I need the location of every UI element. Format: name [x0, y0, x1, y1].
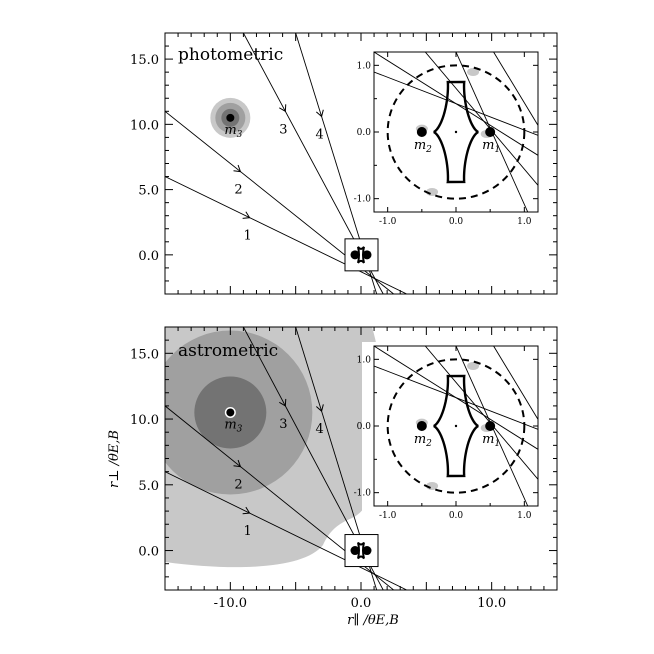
inset-y-tick-label: -1.0: [354, 489, 372, 499]
inset-contents: [374, 52, 538, 212]
inset-x-tick-label: 0.0: [449, 511, 464, 521]
inset-x-tick-label: 0.0: [449, 217, 464, 227]
m1-dot: [485, 421, 496, 431]
x-tick-label: 0.0: [351, 596, 372, 611]
lens-m1-dot: [362, 250, 372, 260]
y-tick-label: 15.0: [130, 347, 159, 362]
lens-caustic: [357, 246, 365, 264]
trajectory-arrow-2: [233, 459, 242, 468]
lens-m2-dot: [350, 250, 360, 260]
center-point: [454, 424, 458, 428]
zoom-box: [344, 238, 379, 272]
trajectory-label-4: 4: [315, 422, 323, 437]
center-point: [454, 130, 458, 134]
trajectory-arrow-2: [233, 164, 242, 173]
trajectory-line-1: [165, 471, 407, 590]
inset-y-tick-label: -1.0: [354, 195, 372, 205]
inset-x-tick-label: 1.0: [517, 511, 532, 521]
trajectory-arrow-1: [242, 211, 251, 219]
m3-dot: [226, 113, 235, 122]
inset-trajectory-5: [493, 52, 538, 126]
y-tick-label: 0.0: [138, 249, 159, 264]
m1-dot: [485, 127, 496, 137]
m2-label-sub: 2: [425, 439, 432, 449]
inset-y-tick-label: 1.0: [357, 355, 372, 365]
x-axis-ticks: -10.0 0.0 10.0: [214, 596, 506, 611]
y-tick-label: 15.0: [130, 53, 159, 68]
trajectory-label-4: 4: [315, 128, 323, 143]
einstein-ring-dashed: [386, 358, 526, 494]
trajectory-arrow-4: [315, 109, 324, 118]
einstein-ring-dashed: [386, 64, 526, 200]
y-tick-label: 10.0: [130, 413, 159, 428]
m1-label-sub: 1: [494, 145, 500, 155]
m2-label-sub: 2: [425, 145, 432, 155]
y-axis-ticks: 15.010.05.00.0: [130, 326, 558, 590]
y-tick-label: 5.0: [138, 479, 159, 494]
y-axis-label: r⊥ /θE,B: [107, 430, 122, 488]
m3-label-sub: 3: [237, 424, 243, 434]
y-axis-ticks: 15.010.05.00.0: [130, 32, 558, 294]
m2-dot: [416, 127, 427, 137]
x-tick-label: -10.0: [214, 596, 247, 611]
inset-trajectory-2: [374, 346, 538, 450]
inset-x-tick-label: 1.0: [517, 217, 532, 227]
lens-zoom-box: [344, 238, 379, 272]
inset-y-tick-label: 1.0: [357, 61, 372, 71]
caustic-shading: [467, 362, 480, 370]
lens-m2-dot: [350, 546, 360, 556]
x-axis-label: r∥ /θE,B: [347, 613, 399, 628]
trajectory-label-3: 3: [279, 122, 287, 137]
m1-label-sub: 1: [494, 439, 500, 449]
x-tick-label: 10.0: [477, 596, 506, 611]
lens-zoom-box: [344, 534, 379, 568]
panel-label: astrometric: [178, 341, 278, 361]
m3-label-sub: 3: [237, 130, 243, 140]
y-tick-label: 5.0: [138, 184, 159, 199]
m2-dot: [416, 421, 427, 431]
lens-caustic: [357, 541, 365, 560]
trajectory-label-2: 2: [234, 478, 242, 493]
trajectory-arrow-1: [242, 506, 251, 515]
astrometric-shading: [165, 327, 384, 568]
inset-x-tick-label: -1.0: [379, 511, 397, 521]
inset-trajectory-5: [493, 346, 538, 420]
inset-trajectory-2: [374, 52, 538, 156]
caustic-shading: [467, 68, 480, 76]
trajectory-label-3: 3: [279, 417, 287, 432]
trajectory-label-1: 1: [243, 524, 251, 539]
y-tick-label: 0.0: [138, 545, 159, 560]
inset-contents: [374, 346, 538, 506]
panel-label: photometric: [178, 45, 283, 65]
trajectory-label-2: 2: [234, 183, 242, 198]
inset-y-tick-label: 0.0: [357, 128, 372, 138]
m3-dot: [226, 408, 235, 417]
zoom-box: [344, 534, 379, 568]
inset-x-tick-label: -1.0: [379, 217, 397, 227]
trajectory-line-1: [165, 176, 407, 294]
trajectory-arrow-3: [279, 104, 287, 113]
trajectory-label-1: 1: [243, 229, 251, 244]
trajectory-arrow-4: [316, 404, 324, 413]
inset-y-tick-label: 0.0: [357, 422, 372, 432]
inset-trajectory-3: [424, 52, 538, 186]
inset-trajectory-3: [424, 346, 538, 480]
trajectory-arrow-3: [279, 398, 287, 407]
y-tick-label: 10.0: [130, 118, 159, 133]
lens-m1-dot: [362, 546, 372, 556]
